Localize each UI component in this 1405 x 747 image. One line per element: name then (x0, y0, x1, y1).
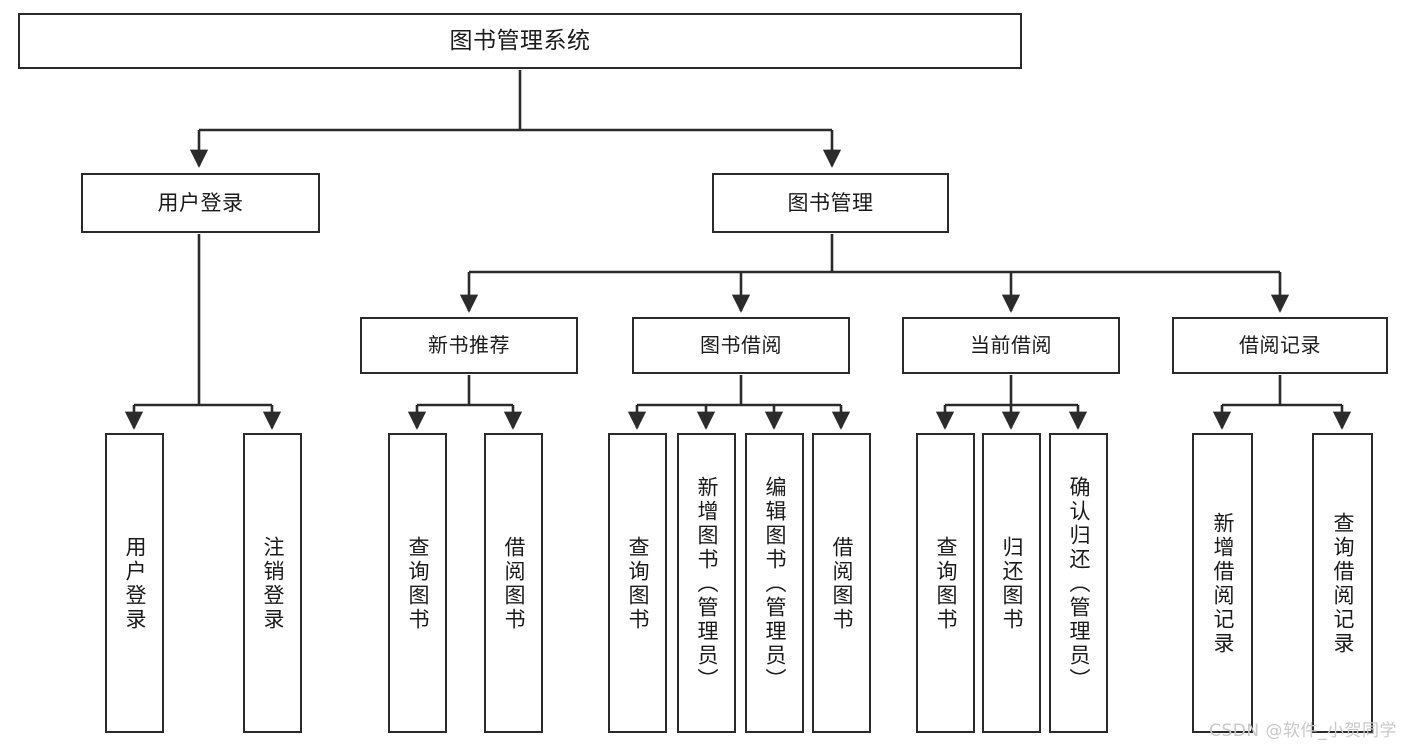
leaf-add-book-admin[interactable]: 新增图书（管理员） (677, 433, 736, 733)
node-label: 确认归还（管理员） (1067, 476, 1091, 692)
node-label: 查询图书 (934, 536, 958, 632)
node-label: 图书借阅 (700, 332, 782, 357)
node-label: 注销登录 (261, 536, 285, 632)
node-label: 借阅图书 (502, 536, 526, 632)
node-label: 当前借阅 (970, 332, 1052, 357)
node-book-management[interactable]: 图书管理 (712, 173, 949, 233)
node-label: 编辑图书（管理员） (763, 476, 787, 692)
node-label: 查询图书 (626, 536, 650, 632)
node-user-login[interactable]: 用户登录 (81, 173, 320, 233)
node-label: 用户登录 (123, 536, 147, 632)
node-label: 新增借阅记录 (1211, 512, 1235, 656)
node-label: 图书管理 (787, 190, 874, 215)
node-current-borrow[interactable]: 当前借阅 (902, 317, 1120, 374)
node-label: 借阅图书 (830, 536, 854, 632)
csdn-watermark: CSDN @软件_小贺同学 (1209, 721, 1397, 741)
node-book-borrow[interactable]: 图书借阅 (632, 317, 850, 374)
leaf-query-borrow-record[interactable]: 查询借阅记录 (1312, 433, 1373, 733)
node-label: 新书推荐 (428, 332, 510, 357)
leaf-query-book-current[interactable]: 查询图书 (916, 433, 975, 733)
node-label: 借阅记录 (1239, 332, 1321, 357)
leaf-return-book[interactable]: 归还图书 (982, 433, 1041, 733)
leaf-borrow-book[interactable]: 借阅图书 (812, 433, 871, 733)
node-root-system[interactable]: 图书管理系统 (18, 13, 1022, 69)
leaf-logout[interactable]: 注销登录 (243, 433, 302, 733)
node-label: 用户登录 (157, 190, 244, 215)
leaf-edit-book-admin[interactable]: 编辑图书（管理员） (745, 433, 804, 733)
node-label: 新增图书（管理员） (695, 476, 719, 692)
leaf-query-book-borrow[interactable]: 查询图书 (608, 433, 667, 733)
leaf-confirm-return-admin[interactable]: 确认归还（管理员） (1049, 433, 1108, 733)
leaf-user-login[interactable]: 用户登录 (105, 433, 164, 733)
node-label: 查询借阅记录 (1331, 512, 1355, 656)
node-new-book-recommend[interactable]: 新书推荐 (360, 317, 578, 374)
node-borrow-record[interactable]: 借阅记录 (1172, 317, 1388, 374)
node-label: 图书管理系统 (449, 27, 591, 54)
leaf-query-book-recommend[interactable]: 查询图书 (388, 433, 447, 733)
node-label: 查询图书 (406, 536, 430, 632)
node-label: 归还图书 (1000, 536, 1024, 632)
leaf-add-borrow-record[interactable]: 新增借阅记录 (1192, 433, 1253, 733)
leaf-borrow-book-recommend[interactable]: 借阅图书 (484, 433, 543, 733)
